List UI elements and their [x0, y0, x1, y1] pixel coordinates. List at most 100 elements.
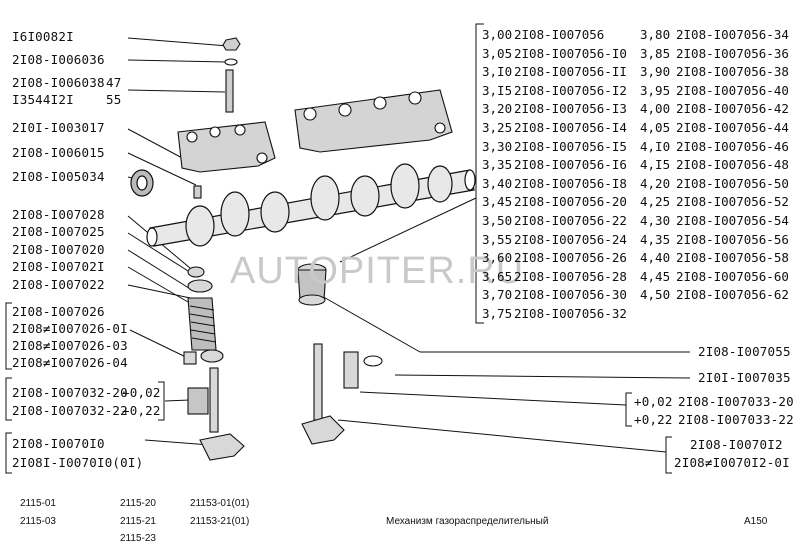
part-label: 2I08-I006036 [12, 52, 105, 67]
tappet-part-number: 2I08-I007056-I4 [514, 120, 627, 135]
part-length: 47 [106, 75, 122, 90]
part-label: 2I08-I006038 [12, 75, 105, 90]
part-label: I3544I2I [12, 92, 74, 107]
tappet-thickness: 4,05 [640, 120, 671, 135]
tappet-part-number: 2I08-I007056-22 [514, 213, 627, 228]
tappet-part-number: 2I08-I007056-20 [514, 194, 627, 210]
model-code: 21153-01(01) [190, 498, 250, 509]
tappet-thickness: 4,35 [640, 231, 671, 247]
tappet-part-number: 2I08-I007056-32 [514, 306, 627, 321]
tappet-thickness: 4,50 [640, 287, 671, 303]
tappet-thickness: 3,05 [482, 45, 513, 61]
tappet-thickness: 3,25 [482, 120, 513, 135]
tappet-part-number: 2I08-I007056-38 [676, 64, 789, 80]
part-label: 2I08-I007032-22 [12, 403, 128, 418]
tappet-thickness: 4,45 [640, 268, 671, 284]
part-label: 2I08≠I007026-0I [12, 321, 128, 336]
tappet-part-number: 2I08-I007056-36 [676, 45, 789, 61]
tappet-thickness: 4,I0 [640, 138, 671, 154]
model-code: 2115-03 [20, 516, 56, 527]
tappet-part-number: 2I08-I007056-I8 [514, 175, 627, 191]
model-code: 2115-23 [120, 533, 156, 544]
part-label: 2I08-I007055 [698, 344, 791, 359]
tappet-part-number: 2I08-I007056-60 [676, 268, 789, 284]
part-length: 55 [106, 92, 122, 107]
part-label: 2I08≠I007026-03 [12, 338, 128, 353]
tappet-thickness: 3,95 [640, 82, 671, 98]
tappet-thickness: 3,35 [482, 157, 513, 173]
tappet-part-number: 2I08-I007056-I5 [514, 138, 627, 154]
tappet-thickness: 4,00 [640, 101, 671, 117]
tappet-part-number: 2I08-I007056-42 [676, 101, 789, 117]
part-label: 2I08≠I007026-04 [12, 355, 128, 370]
part-oversize: +0,22 [634, 412, 673, 427]
tappet-thickness: 3,30 [482, 138, 513, 154]
tappet-part-number: 2I08-I007056-30 [514, 287, 627, 303]
tappet-part-number: 2I08-I007056-I3 [514, 101, 627, 117]
part-label: 2I08-I0070I0 [12, 436, 105, 451]
tappet-part-number: 2I08-I007056-56 [676, 231, 789, 247]
tappet-thickness: 3,60 [482, 250, 513, 266]
tappet-thickness: 3,I0 [482, 64, 513, 80]
part-label: 2I08-I007025 [12, 224, 105, 239]
model-code: 21153-21(01) [190, 516, 250, 527]
part-label: 2I08I-I0070I0(0I) [12, 455, 144, 470]
tappet-thickness: 3,55 [482, 231, 513, 247]
part-label: 2I0I-I007035 [698, 370, 791, 385]
tappet-part-number: 2I08-I007056-54 [676, 213, 789, 228]
part-label: 2I08-I007032-20 [12, 385, 128, 400]
tappet-part-number: 2I08-I007056-40 [676, 82, 789, 98]
tappet-part-number: 2I08-I007056-44 [676, 120, 789, 135]
tappet-thickness: 4,I5 [640, 157, 671, 173]
tappet-thickness: 3,90 [640, 64, 671, 80]
tappet-thickness: 4,25 [640, 194, 671, 210]
part-label: 2I08-I007033-22 [678, 412, 794, 427]
part-label: 2I0I-I003017 [12, 120, 105, 135]
part-label: 2I08-I007022 [12, 277, 105, 292]
model-code: 2115-21 [120, 516, 156, 527]
part-oversize: +0,02 [122, 385, 161, 400]
part-label: 2I08≠I0070I2-0I [674, 455, 790, 470]
tappet-part-number: 2I08-I007056-28 [514, 268, 627, 284]
tappet-part-number: 2I08-I007056-52 [676, 194, 789, 210]
part-oversize: +0,22 [122, 403, 161, 418]
part-label: 2I08-I007028 [12, 207, 105, 222]
part-label: 2I08-I006015 [12, 145, 105, 160]
tappet-thickness: 3,I5 [482, 82, 513, 98]
tappet-part-number: 2I08-I007056-24 [514, 231, 627, 247]
tappet-part-number: 2I08-I007056-I0 [514, 45, 627, 61]
tappet-thickness: 3,75 [482, 306, 513, 321]
tappet-part-number: 2I08-I007056-46 [676, 138, 789, 154]
part-label: 2I08-I005034 [12, 169, 105, 184]
tappet-part-number: 2I08-I007056-34 [676, 27, 789, 42]
watermark: AUTOPITER.RU [230, 250, 525, 292]
page-number: A150 [744, 516, 768, 527]
tappet-part-number: 2I08-I007056-50 [676, 175, 789, 191]
page-title: Механизм газораспределительный [386, 516, 549, 527]
tappet-part-number: 2I08-I007056 [514, 27, 605, 42]
tappet-thickness: 3,00 [482, 27, 513, 42]
part-oversize: +0,02 [634, 394, 673, 409]
part-label: 2I08-I0070I2 [690, 437, 783, 452]
part-label: 2I08-I00702I [12, 259, 105, 274]
tappet-thickness: 3,50 [482, 213, 513, 228]
tappet-thickness: 3,45 [482, 194, 513, 210]
tappet-thickness: 3,40 [482, 175, 513, 191]
tappet-part-number: 2I08-I007056-26 [514, 250, 627, 266]
tappet-part-number: 2I08-I007056-II [514, 64, 627, 80]
tappet-part-number: 2I08-I007056-62 [676, 287, 789, 303]
part-label: I6I0082I [12, 29, 74, 44]
tappet-thickness: 4,30 [640, 213, 671, 228]
tappet-thickness: 4,40 [640, 250, 671, 266]
tappet-thickness: 3,85 [640, 45, 671, 61]
model-code: 2115-20 [120, 498, 156, 509]
tappet-thickness: 3,70 [482, 287, 513, 303]
part-label: 2I08-I007033-20 [678, 394, 794, 409]
tappet-part-number: 2I08-I007056-I6 [514, 157, 627, 173]
tappet-part-number: 2I08-I007056-48 [676, 157, 789, 173]
tappet-thickness: 3,20 [482, 101, 513, 117]
tappet-part-number: 2I08-I007056-I2 [514, 82, 627, 98]
tappet-thickness: 4,20 [640, 175, 671, 191]
tappet-thickness: 3,65 [482, 268, 513, 284]
